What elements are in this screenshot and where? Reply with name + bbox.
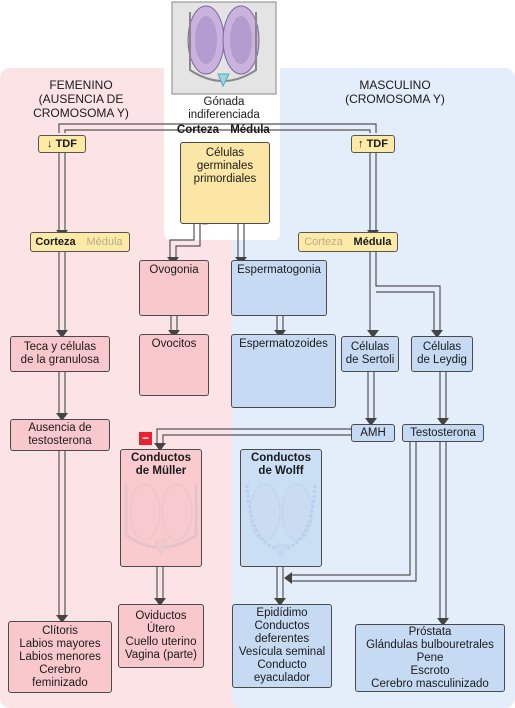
gonad-illustration <box>171 1 277 95</box>
medula-tag-male: Corteza Médula <box>298 232 398 252</box>
oviductos-box: Oviductos Útero Cuello uterino Vagina (p… <box>118 604 204 668</box>
ovocitos-box: Ovocitos <box>139 334 209 396</box>
tdf-female-tag: ↓ TDF <box>38 135 86 153</box>
espermatogonia-box: Espermatogonia <box>231 260 327 316</box>
corteza-tag-female: Corteza Médula <box>30 232 130 252</box>
tdf-male-tag: ↑ TDF <box>351 135 395 153</box>
espermatogonia-label: Espermatogonia <box>237 264 321 276</box>
amh-box: AMH <box>351 424 395 442</box>
ausencia-box: Ausencia de testosterona <box>10 419 110 451</box>
muller-box: Conductos de Müller <box>120 449 202 567</box>
gonada-label: Gónada indiferenciada <box>188 96 260 121</box>
inhibit-icon: − <box>139 432 152 445</box>
female-external-box: Clítoris Labios mayores Labios menores C… <box>8 621 112 693</box>
gonada-corteza: Corteza <box>176 124 220 136</box>
celulas-germinales-box: Células germinales primordiales <box>180 142 270 224</box>
muller-label: Conductos de Müller <box>130 452 192 477</box>
ovocitos-label: Ovocitos <box>151 338 197 350</box>
gonada-medula: Médula <box>230 124 270 136</box>
leydig-box: Células de Leydig <box>411 336 473 372</box>
corteza-active: Corteza <box>35 236 76 248</box>
corteza-inactive: Corteza <box>304 236 343 248</box>
espermatozoides-label: Espermatozoides <box>239 338 328 350</box>
ovogonia-label: Ovogonia <box>149 264 199 276</box>
espermatozoides-box: Espermatozoides <box>231 334 336 408</box>
testosterona-box: Testosterona <box>402 424 484 442</box>
wolff-box: Conductos de Wolff <box>240 449 322 567</box>
epididimo-box: Epidídimo Conductos deferentes Vesícula … <box>232 604 332 688</box>
sertoli-box: Células de Sertoli <box>341 336 399 372</box>
masculino-title: MASCULINO (CROMOSOMA Y) <box>345 78 445 106</box>
prostata-box: Próstata Glándulas bulbouretrales Pene E… <box>355 624 505 692</box>
medula-inactive: Médula <box>86 236 123 248</box>
medula-active: Médula <box>353 236 392 248</box>
wolff-label: Conductos de Wolff <box>250 452 312 477</box>
femenino-title: FEMENINO (AUSENCIA DE CROMOSOMA Y) <box>33 78 129 120</box>
ovogonia-box: Ovogonia <box>139 260 209 316</box>
teca-box: Teca y células de la granulosa <box>10 336 110 372</box>
